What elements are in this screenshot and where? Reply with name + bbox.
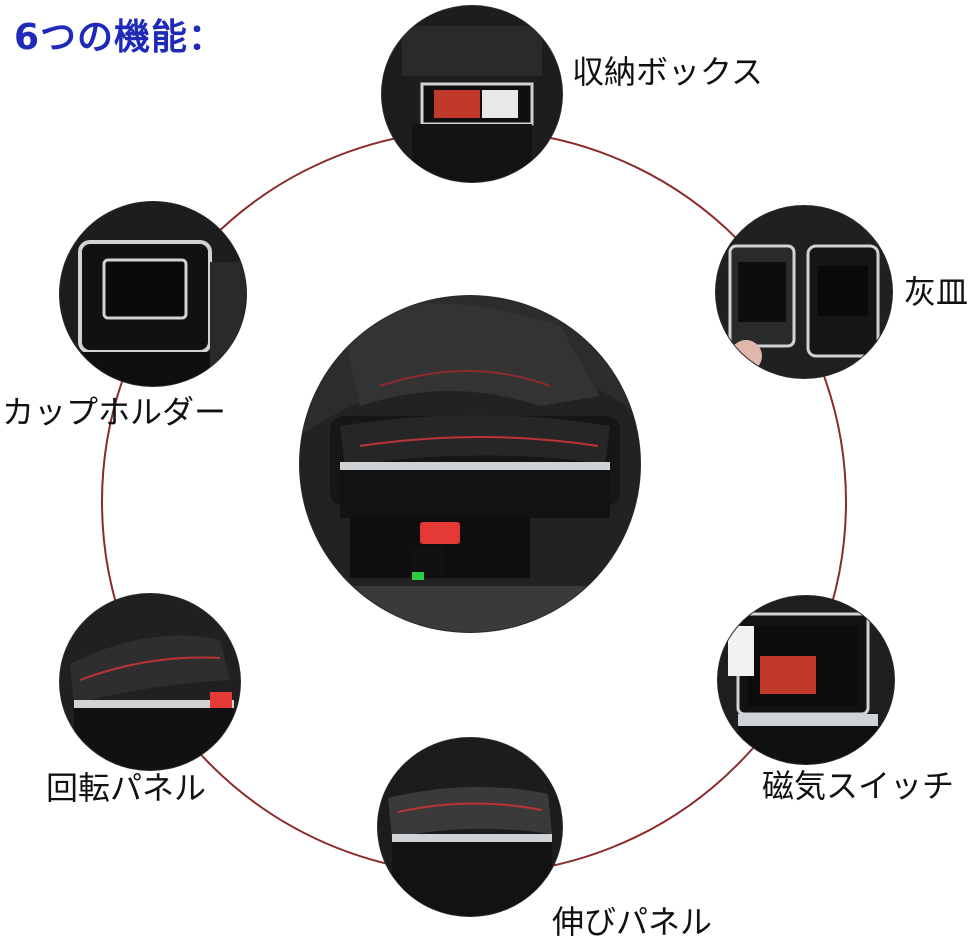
extending-panel-photo bbox=[378, 738, 562, 916]
center-armrest-photo bbox=[300, 296, 640, 632]
cup-holder-label: カップホルダー bbox=[2, 393, 227, 431]
storage-box-label: 収納ボックス bbox=[572, 53, 764, 91]
magnetic-switch-photo bbox=[718, 596, 894, 764]
cup-holder-photo bbox=[60, 202, 246, 386]
extending-panel-label: 伸びパネル bbox=[552, 903, 713, 941]
rotating-panel-photo bbox=[60, 594, 240, 770]
storage-box-photo bbox=[382, 6, 562, 182]
rotating-panel-label: 回転パネル bbox=[46, 769, 207, 807]
ashtray-photo bbox=[716, 206, 892, 378]
page-title: 6つの機能： bbox=[14, 17, 226, 58]
ashtray-label: 灰皿 bbox=[904, 273, 969, 311]
magnetic-switch-label: 磁気スイッチ bbox=[762, 767, 955, 805]
